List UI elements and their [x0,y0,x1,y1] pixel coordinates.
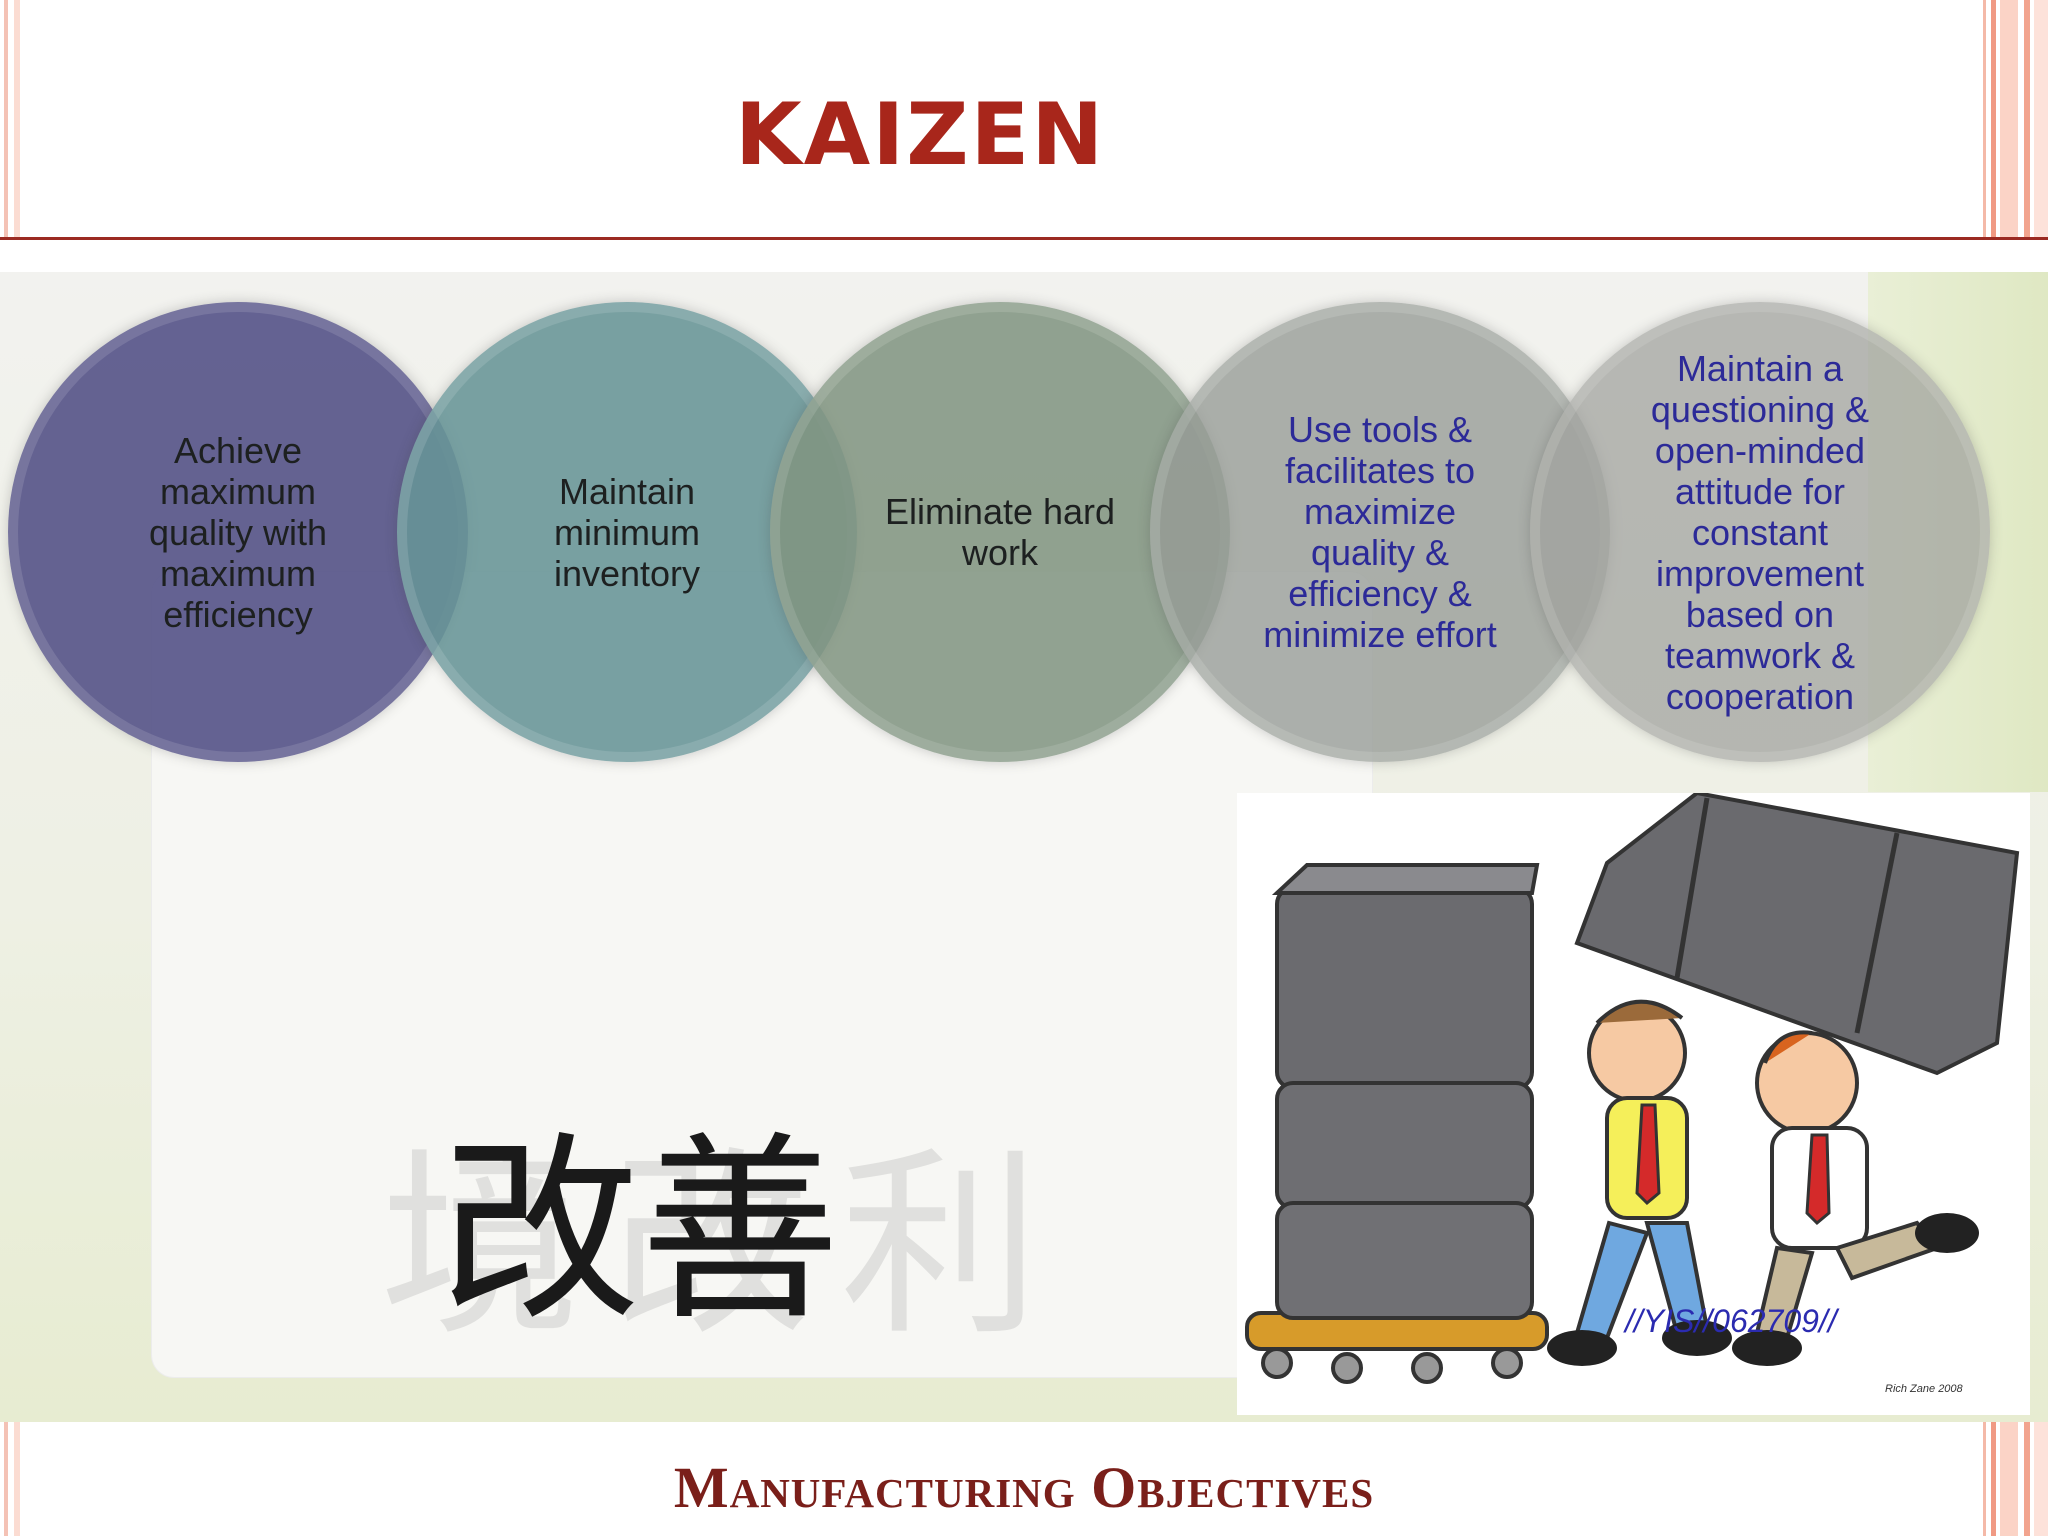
slide-title: KAIZEN [735,85,1106,185]
edge-stripes-left-bottom [0,1421,26,1536]
edge-stripes-bottom [1958,1421,2048,1536]
kaizen-image-panel: Achieve maximum quality with maximum eff… [0,272,2048,1422]
cartoon-illustration: //YIS//062709// Rich Zane 2008 [1237,793,2030,1415]
circle-hard-work: Eliminate hard work [770,302,1230,762]
circle-text: Use tools & facilitates to maximize qual… [1263,409,1497,655]
artist-signature: Rich Zane 2008 [1885,1383,1963,1395]
circle-text: Achieve maximum quality with maximum eff… [148,429,328,635]
title-divider [0,237,2048,240]
kaizen-kanji: 改善 [440,1115,841,1348]
kanji-ghost-decoration: 境改利 [380,1130,1071,1363]
circle-quality: Achieve maximum quality with maximum eff… [8,302,468,762]
workers-carrying-blocks-icon [1245,793,2020,1384]
watermark-text: //YIS//062709// [1625,1303,1837,1339]
circle-text: Maintain minimum inventory [553,470,701,594]
slide-footer-title: Manufacturing Objectives [673,1455,1375,1520]
edge-stripes-left [0,0,26,240]
circle-attitude: Maintain a questioning & open-minded att… [1530,302,1990,762]
edge-stripes-top [1958,0,2048,240]
circle-text: Eliminate hard work [884,491,1116,573]
circle-text: Maintain a questioning & open-minded att… [1650,347,1870,717]
